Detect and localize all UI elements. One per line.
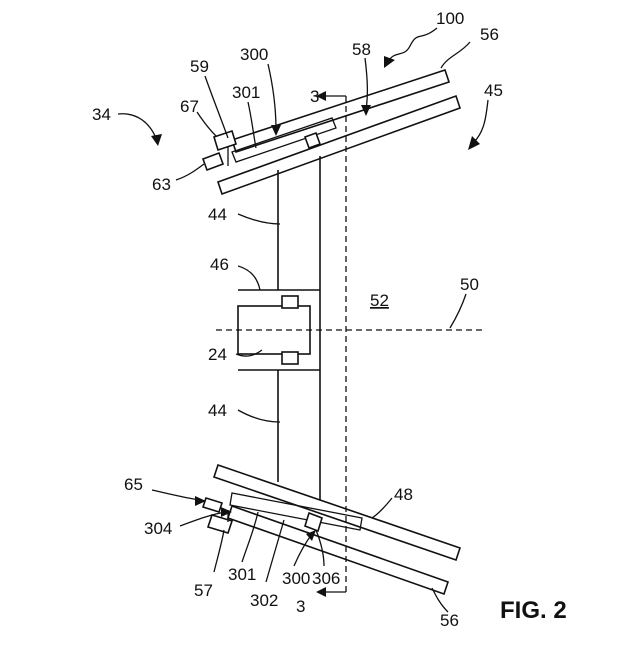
label-56-top: 56 <box>480 25 499 44</box>
leader-48 <box>372 498 392 518</box>
label-58: 58 <box>352 40 371 59</box>
section-bottom-arrow <box>316 587 326 597</box>
leader-44-top <box>238 214 280 224</box>
reference-labels: 100 56 58 300 59 3 45 34 301 67 63 44 46… <box>92 9 567 630</box>
label-63: 63 <box>152 175 171 194</box>
label-300-top: 300 <box>240 45 268 64</box>
hub-assembly <box>216 156 482 500</box>
label-100: 100 <box>436 9 464 28</box>
label-50: 50 <box>460 275 479 294</box>
shaft-nub-top <box>282 296 298 308</box>
label-3-top: 3 <box>310 87 319 106</box>
figure-caption: FIG. 2 <box>500 597 567 624</box>
leader-58 <box>365 58 367 110</box>
leader-59 <box>205 76 228 138</box>
leader-65 <box>152 490 200 500</box>
arrow-100 <box>384 56 395 68</box>
bottom-clip-65 <box>203 498 222 512</box>
label-3-bottom: 3 <box>296 597 305 616</box>
leader-301-top <box>248 102 256 148</box>
leader-300-bottom <box>294 534 312 566</box>
label-300-bottom: 300 <box>282 569 310 588</box>
leader-63 <box>176 164 204 180</box>
leader-46 <box>238 266 260 290</box>
leader-57 <box>214 530 224 572</box>
leader-34 <box>118 114 156 138</box>
label-45: 45 <box>484 81 503 100</box>
shaft-nub-bottom <box>282 352 298 364</box>
label-306: 306 <box>312 569 340 588</box>
leader-44-bottom <box>238 410 280 422</box>
label-59: 59 <box>190 57 209 76</box>
label-24: 24 <box>208 345 227 364</box>
leader-45 <box>474 100 488 142</box>
label-67: 67 <box>180 97 199 116</box>
arrow-34 <box>151 134 162 146</box>
label-56-bottom: 56 <box>440 611 459 630</box>
label-301-bottom: 301 <box>228 565 256 584</box>
label-48: 48 <box>394 485 413 504</box>
label-65: 65 <box>124 475 143 494</box>
leader-56-top <box>441 42 470 68</box>
label-46: 46 <box>210 255 229 274</box>
label-44-top: 44 <box>208 205 227 224</box>
leader-100 <box>388 28 437 62</box>
leader-50 <box>450 294 466 328</box>
label-52: 52 <box>370 291 389 310</box>
label-57: 57 <box>194 581 213 600</box>
leader-67 <box>197 112 216 136</box>
label-44-bottom: 44 <box>208 401 227 420</box>
label-301-top: 301 <box>232 83 260 102</box>
label-34: 34 <box>92 105 111 124</box>
leader-300-top <box>268 64 276 130</box>
top-clip-63 <box>203 153 223 170</box>
arrow-45 <box>468 136 480 150</box>
bottom-block-300 <box>305 513 322 531</box>
arrow-300-top <box>271 125 281 136</box>
label-304: 304 <box>144 519 172 538</box>
top-clip-67 <box>214 131 236 150</box>
leader-301-bottom <box>242 512 258 562</box>
label-302: 302 <box>250 591 278 610</box>
